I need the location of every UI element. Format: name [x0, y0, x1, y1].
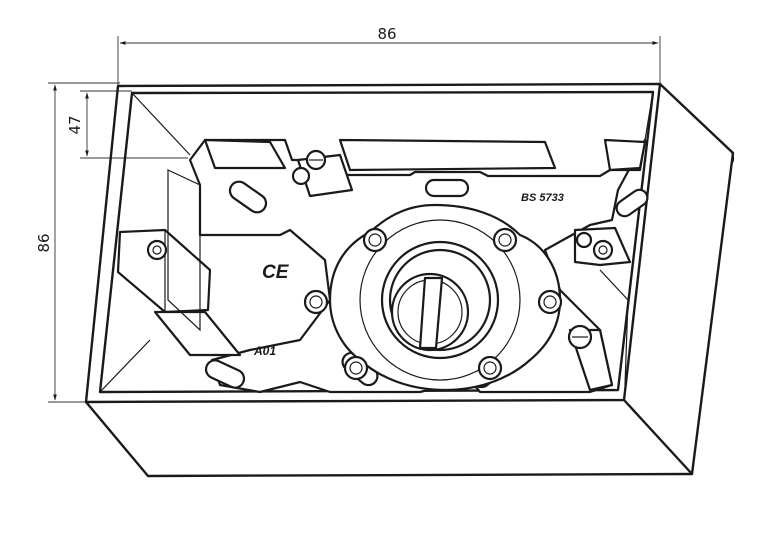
dimension-height: 86 — [35, 82, 120, 403]
terminal-block-right — [567, 226, 632, 392]
dimension-depth: 47 — [66, 90, 188, 159]
central-knockout — [303, 203, 563, 392]
width-dimension-label: 86 — [377, 25, 396, 43]
model-marking: A01 — [253, 344, 276, 358]
box-shell — [84, 82, 735, 478]
standard-marking: BS 5733 — [521, 192, 564, 204]
dimension-width: 86 — [117, 25, 661, 86]
ce-mark: CE — [262, 262, 290, 283]
mounting-slot-left — [228, 180, 268, 214]
depth-dimension-label: 47 — [66, 115, 84, 134]
terminal-block-left — [116, 169, 242, 357]
height-dimension-label: 86 — [35, 233, 53, 252]
mounting-slot-top — [424, 178, 470, 198]
bolt-holes — [303, 227, 563, 381]
earth-screw — [291, 149, 354, 198]
